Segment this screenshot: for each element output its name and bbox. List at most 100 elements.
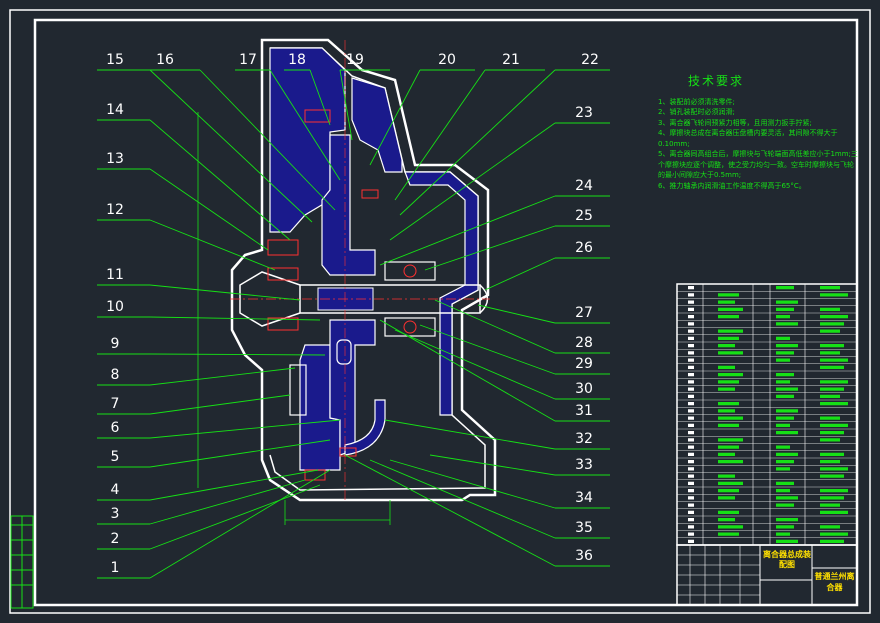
- parts-table-cell-text: [776, 496, 798, 500]
- parts-table-row-number: [688, 452, 694, 456]
- part-number-4: 4: [111, 482, 120, 498]
- parts-table-cell-text: [820, 380, 848, 384]
- part-number-34: 34: [575, 490, 593, 506]
- title-block: [676, 544, 858, 606]
- parts-table-cell-text: [718, 329, 743, 333]
- part-number-32: 32: [575, 431, 593, 447]
- parts-table-cell-text: [718, 496, 735, 500]
- parts-table-cell-text: [718, 409, 735, 413]
- clutch-cross-section: [197, 38, 497, 525]
- parts-table-row-number: [688, 322, 694, 326]
- leader-line: [149, 69, 313, 223]
- parts-table-row-number: [688, 387, 694, 391]
- rivet-lower: [339, 447, 357, 457]
- parts-table-cell-text: [718, 373, 743, 377]
- leader-line: [149, 484, 321, 550]
- parts-table-cell-text: [718, 336, 739, 340]
- parts-table-cell-text: [718, 300, 735, 304]
- leader-line: [149, 394, 291, 415]
- requirement-item: 5、离合器同高组合后，摩擦块与飞轮端面高低差应小于1mm;三个摩擦块应逐个调整，…: [658, 150, 858, 179]
- part-number-2: 2: [111, 531, 120, 547]
- parts-table-cell-text: [820, 322, 844, 326]
- parts-list-table: [676, 283, 858, 546]
- clutch-cover: [351, 77, 403, 173]
- parts-table-row-number: [688, 460, 694, 464]
- parts-table-row-number: [688, 438, 694, 442]
- part-number-27: 27: [575, 305, 593, 321]
- leader-line: [149, 316, 321, 321]
- part-number-17: 17: [239, 52, 257, 68]
- parts-table-row-number: [688, 445, 694, 449]
- bearing-left-mid: [267, 267, 299, 281]
- parts-table-cell-text: [776, 489, 790, 493]
- leader-line: [339, 69, 353, 141]
- parts-table-row-number: [688, 286, 694, 290]
- parts-table-cell-text: [718, 307, 743, 311]
- parts-table-row-number: [688, 373, 694, 377]
- part-number-33: 33: [575, 457, 593, 473]
- part-number-19: 19: [346, 52, 364, 68]
- parts-table-cell-text: [718, 293, 739, 297]
- leader-line: [149, 479, 306, 525]
- parts-table-row-number: [688, 358, 694, 362]
- parts-table-row-number: [688, 474, 694, 478]
- parts-table-row-number: [688, 293, 694, 297]
- parts-table-cell-text: [718, 387, 735, 391]
- leader-line: [149, 284, 301, 301]
- part-number-12: 12: [106, 202, 124, 218]
- parts-table-cell-text: [820, 307, 840, 311]
- parts-table-cell-text: [718, 438, 743, 442]
- parts-table-cell-text: [776, 445, 790, 449]
- parts-table-row-number: [688, 481, 694, 485]
- outer-frame: [9, 9, 871, 614]
- parts-table-cell-text: [776, 481, 794, 485]
- parts-table-cell-text: [718, 510, 739, 514]
- parts-table-cell-text: [820, 452, 844, 456]
- parts-table-cell-text: [820, 423, 848, 427]
- leader-line: [149, 119, 291, 241]
- part-number-24: 24: [575, 178, 593, 194]
- parts-table-row-number: [688, 336, 694, 340]
- binding-marks: [10, 515, 34, 609]
- parts-table-cell-text: [776, 423, 790, 427]
- part-number-10: 10: [106, 299, 124, 315]
- part-number-7: 7: [111, 396, 120, 412]
- parts-table-cell-text: [820, 474, 844, 478]
- part-number-16: 16: [156, 52, 174, 68]
- parts-table-cell-text: [718, 416, 743, 420]
- part-number-21: 21: [502, 52, 520, 68]
- part-number-6: 6: [111, 420, 120, 436]
- parts-table-row-number: [688, 496, 694, 500]
- lower-curved-cover: [344, 399, 386, 456]
- parts-table-cell-text: [776, 518, 798, 522]
- leader-line: [369, 459, 556, 539]
- parts-table-row-number: [688, 518, 694, 522]
- parts-table-cell-text: [776, 300, 798, 304]
- drawing-code: 普通兰州离合器: [814, 572, 855, 592]
- parts-table-cell-text: [718, 474, 735, 478]
- leader-line: [149, 469, 319, 501]
- leader-line: [309, 69, 331, 126]
- leader-line: [429, 454, 556, 476]
- part-number-1: 1: [111, 560, 120, 576]
- parts-table-row-number: [688, 409, 694, 413]
- leader-line: [149, 367, 296, 386]
- parts-table-row-number: [688, 525, 694, 529]
- leader-line: [149, 469, 331, 579]
- parts-table-cell-text: [718, 460, 743, 464]
- input-shaft: [299, 284, 481, 314]
- parts-table-row-number: [688, 315, 694, 319]
- parts-table-cell-text: [776, 373, 794, 377]
- parts-table-cell-text: [820, 351, 840, 355]
- parts-table-cell-text: [776, 358, 790, 362]
- parts-table-cell-text: [718, 365, 735, 369]
- parts-table-cell-text: [776, 322, 798, 326]
- requirement-item: 2、销孔装配时必须润滑;: [658, 108, 735, 116]
- parts-table-cell-text: [776, 351, 794, 355]
- leader-line: [149, 168, 269, 251]
- part-number-30: 30: [575, 381, 593, 397]
- leader-line: [344, 454, 556, 567]
- parts-table-cell-text: [718, 351, 743, 355]
- bolt-top: [304, 109, 331, 123]
- leader-line: [369, 69, 421, 166]
